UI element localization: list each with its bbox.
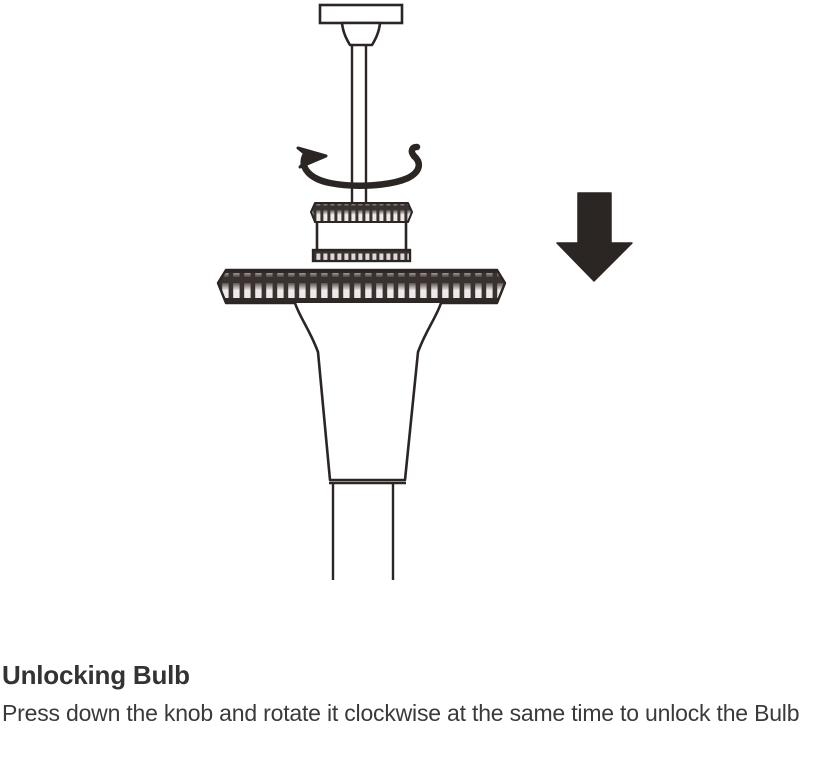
tapered-body — [293, 301, 443, 485]
down-arrow-icon — [556, 192, 633, 282]
knob-body — [311, 222, 412, 263]
rotation-arrow-icon — [296, 143, 423, 189]
caption-title: Unlocking Bulb — [2, 660, 190, 690]
caption-body-text: Press down the knob and rotate it clockw… — [2, 700, 800, 726]
large-knurled-collar[interactable] — [216, 268, 508, 305]
illustration-area — [216, 3, 633, 580]
plunger-cap — [318, 3, 404, 47]
caption-block: Unlocking Bulb Press down the knob and r… — [0, 660, 831, 729]
plunger-rod — [350, 45, 368, 205]
lower-shaft — [331, 483, 395, 580]
pipette-bulb-diagram — [216, 3, 633, 580]
small-knurled-knob[interactable] — [310, 202, 413, 223]
